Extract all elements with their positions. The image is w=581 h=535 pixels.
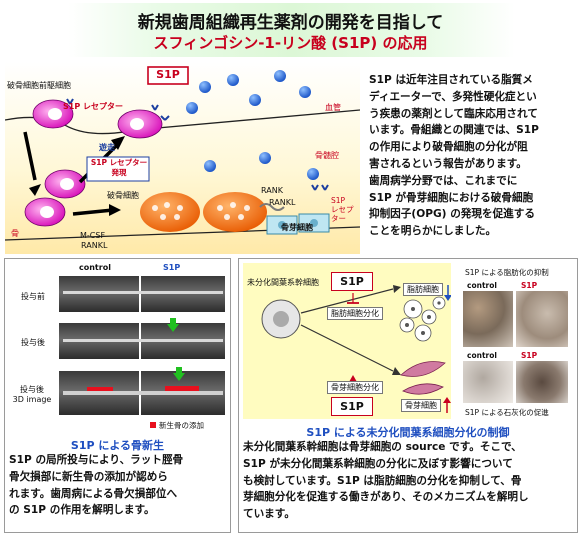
intro-line: ことを明らかにしました。 — [369, 225, 497, 238]
right-text-line: 芽細胞分化を促進する働きがあり、そのメカニズムを解明し — [243, 491, 529, 504]
bone-regeneration-panel: control S1P 投与前 投与後 投与後 3D image 新生骨の添加 … — [4, 258, 231, 533]
label-bone: 骨 — [11, 229, 19, 238]
bone-stripe — [63, 339, 223, 342]
intro-paragraph: S1P は近年注目されている脂質メ ディエーターで、多発性硬化症とい う疾患の薬… — [369, 72, 579, 240]
right-text-line: ています。 — [243, 508, 295, 521]
right-text-line: 未分化間葉系幹細胞は骨芽細胞の source です。そこで、 — [243, 441, 522, 453]
label-adipocyte: 脂肪細胞 — [403, 283, 443, 296]
new-bone-mark — [165, 386, 199, 391]
control-label-2: control — [467, 351, 497, 360]
row-before-label: 投与前 — [21, 292, 45, 301]
intro-line: 抑制因子(OPG) の発現を促進する — [369, 208, 535, 221]
green-arrow-icon — [173, 367, 185, 381]
promotion-title: S1P による石灰化の促進 — [465, 408, 549, 417]
label-receptor: S1P レセプター — [63, 102, 123, 111]
label-msc: 未分化間葉系幹細胞 — [247, 278, 319, 287]
green-arrow-icon — [167, 318, 179, 332]
row3-line2: 3D image — [12, 395, 52, 404]
intro-line: います。骨組織との関連では、S1P — [369, 124, 539, 137]
intro-line: 害されるという報告があります。 — [369, 157, 527, 170]
intro-line: の作用により破骨細胞の分化が阻 — [369, 141, 528, 154]
differentiation-panel: 未分化間葉系幹細胞 S1P 脂肪細胞分化 脂肪細胞 骨芽細胞分化 S1P 骨芽細… — [238, 258, 578, 533]
receptor-right-line1: S1P — [331, 196, 346, 205]
new-bone-mark — [87, 387, 113, 391]
row-after-label: 投与後 — [21, 338, 45, 347]
mechanism-illustration — [4, 62, 361, 254]
page-subtitle: スフィンゴシン-1-リン酸 (S1P) の応用 — [153, 34, 428, 52]
legend-swatch — [150, 422, 156, 428]
label-adipo-diff: 脂肪細胞分化 — [327, 307, 383, 320]
image-control-before — [59, 276, 139, 312]
image-s1p-before — [141, 276, 225, 312]
right-panel-caption: S1P による未分化間葉系細胞分化の制御 — [306, 426, 510, 439]
left-text-line: S1P の局所投与により、ラット脛骨 — [9, 454, 184, 466]
label-marrow-cavity: 骨髄腔 — [315, 151, 339, 160]
label-receptor-expression: S1P レセプター 発現 — [89, 158, 149, 178]
intro-line: S1P は近年注目されている脂質メ — [369, 74, 533, 86]
label-s1p-top: S1P — [331, 272, 373, 291]
inhibition-title: S1P による脂肪化の抑制 — [465, 268, 549, 277]
left-panel-text: S1P の局所投与により、ラット脛骨 骨欠損部に新生骨の添加が認めら れます。歯… — [9, 452, 229, 519]
image-adipo-s1p — [516, 291, 568, 347]
label-migration: 遊走 — [99, 143, 115, 152]
label-rank: RANK — [261, 186, 283, 195]
label-s1p-box: S1P — [156, 68, 180, 81]
label-mcsf: M-CSF — [80, 231, 106, 240]
title-background — [68, 3, 515, 57]
image-calc-control — [463, 361, 513, 403]
left-panel-caption: S1P による骨新生 — [70, 439, 165, 452]
label-osteoblast-right: 骨芽細胞 — [401, 399, 441, 412]
differentiation-diagram: 未分化間葉系幹細胞 S1P 脂肪細胞分化 脂肪細胞 骨芽細胞分化 S1P 骨芽細… — [243, 263, 451, 419]
label-blood-vessel: 血管 — [325, 103, 341, 112]
label-osteo-diff: 骨芽細胞分化 — [327, 381, 383, 394]
left-text-line: 骨欠損部に新生骨の添加が認めら — [9, 470, 168, 483]
receptor-expression-line1: S1P レセプター — [90, 158, 148, 167]
right-panel-text: 未分化間葉系幹細胞は骨芽細胞の source です。そこで、 S1P が未分化間… — [243, 439, 575, 523]
right-text-line: S1P が未分化間葉系幹細胞の分化に及ぼす影響について — [243, 457, 513, 470]
s1p-label-1: S1P — [521, 281, 538, 290]
control-label-1: control — [467, 281, 497, 290]
s1p-label-2: S1P — [521, 351, 538, 360]
row3-line1: 投与後 — [20, 385, 44, 394]
col-s1p-label: S1P — [163, 263, 181, 272]
intro-line: 歯周病学分野では、これまでに — [369, 174, 518, 187]
left-text-line: の S1P の作用を解明します。 — [9, 504, 155, 517]
label-receptor-right: S1P レセプター — [331, 196, 360, 223]
right-text-line: も検討しています。S1P は脂肪細胞の分化を抑制して、骨 — [243, 474, 522, 487]
col-control-label: control — [79, 263, 111, 272]
receptor-right-line2: レセプター — [331, 205, 354, 223]
label-osteoclast: 破骨細胞 — [107, 191, 139, 200]
intro-line: ディエーターで、多発性硬化症とい — [369, 90, 537, 103]
page-title: 新規歯周組織再生薬剤の開発を目指して — [137, 13, 444, 33]
image-calc-s1p — [516, 361, 568, 403]
label-osteoblast: 骨芽細胞 — [281, 223, 313, 232]
label-s1p-bottom: S1P — [331, 397, 373, 416]
label-rankl-bottom: RANKL — [81, 241, 108, 250]
bone-stripe — [63, 391, 223, 395]
label-rankl: RANKL — [269, 198, 296, 207]
bone-stripe — [63, 291, 223, 294]
row-after3d-label: 投与後 3D image — [9, 385, 55, 405]
left-text-line: れます。歯周病による骨欠損部位へ — [9, 487, 178, 500]
legend-label: 新生骨の添加 — [159, 421, 204, 430]
intro-line: S1P が骨芽細胞における破骨細胞 — [369, 191, 534, 204]
label-osteoclast-precursor: 破骨細胞前駆細胞 — [7, 81, 71, 90]
image-adipo-control — [463, 291, 513, 347]
intro-line: う疾患の薬剤として臨床応用されて — [369, 107, 538, 120]
receptor-expression-line2: 発現 — [111, 168, 127, 177]
mechanism-diagram: 破骨細胞前駆細胞 S1P S1P レセプター 遊走 S1P レセプター 発現 血… — [4, 62, 361, 254]
